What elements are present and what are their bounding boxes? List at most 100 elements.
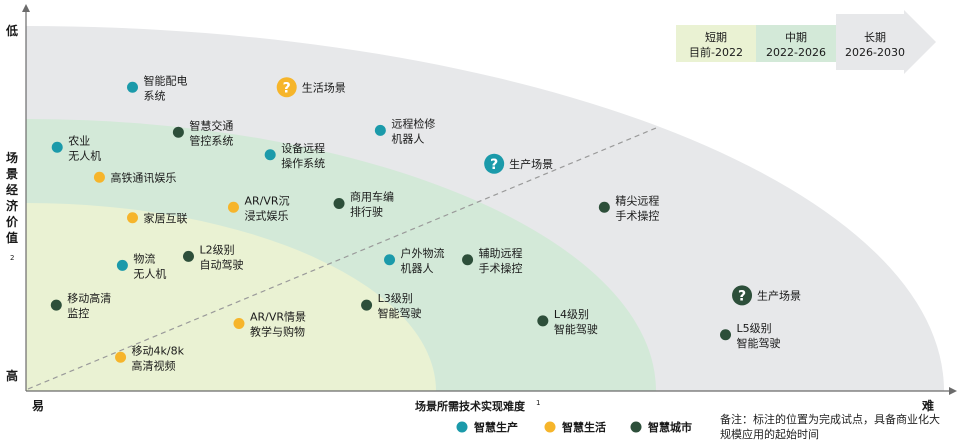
data-point-label: 高清视频 [132,358,176,372]
data-point [333,198,345,209]
data-point-label: 智慧交通 [189,118,233,132]
data-point-label: 高铁通讯娱乐 [110,170,176,184]
footnote: 备注：标注的位置为完成试点，具备商业化大规模应用的起始时间 [720,413,940,441]
x-axis-arrowhead [949,387,957,395]
x-axis-label-sup: 1 [536,399,540,407]
data-point-label: 机器人 [401,261,434,275]
data-point [537,315,549,327]
data-point-label: 管控系统 [189,133,233,147]
question-markers: ?生活场景?生产场景?生产场景 [276,77,801,306]
data-point-label: 操作系统 [281,156,325,170]
data-point-label: 远程检修 [391,116,435,130]
phase-period-mid-term: 2022-2026 [766,46,826,59]
x-axis-label: 场景所需技术实现难度 [415,399,526,413]
phase-label-short-term: 短期 [705,30,727,44]
data-point-label: 自动驾驶 [199,257,243,271]
y-axis-label-char: 场 [6,151,18,165]
phase-period-long-term: 2026-2030 [845,46,905,59]
question-mark-icon: ? [490,157,498,173]
phase-arrow-long-term [836,10,936,74]
phase-zones [26,26,944,391]
data-point-label: 手术操控 [479,261,523,275]
data-point-label: 移动高清 [67,291,111,305]
legend-swatch-production [456,421,468,433]
data-point-label: L2级别 [199,243,234,256]
phase-label-long-term: 长期 [864,31,886,44]
data-point [233,318,245,329]
y-axis-label-sup: 2 [10,254,14,262]
data-point-label: 机器人 [391,131,424,145]
legend: 智慧生产 智慧生活 智慧城市 [456,420,692,434]
x-low-label: 易 [32,399,44,413]
data-point-label: 智能配电 [143,73,187,87]
data-point [374,124,386,136]
question-marker-label: 生产场景 [509,157,553,171]
y-axis-label-char: 济 [6,198,19,213]
data-point-label: 家居互联 [143,211,187,225]
data-point-label: 无人机 [133,266,166,280]
data-point [116,259,128,271]
data-point-label: 物流 [133,251,155,265]
question-marker [276,77,297,98]
data-point [384,254,396,266]
data-point-label: AR/VR情景 [250,311,306,324]
legend-swatch-city [630,421,642,433]
legend-swatch-life [544,421,556,433]
data-point [361,299,373,311]
data-point-label: L5级别 [737,322,772,335]
question-marker [484,153,505,174]
y-axis-label-char: 值 [6,230,18,245]
data-point-label: 浸式娱乐 [244,208,288,222]
data-point [598,201,610,213]
question-marker [732,285,753,306]
question-mark-icon: ? [283,80,291,96]
data-point [93,171,105,183]
data-point [172,126,184,138]
data-point-label: 智能驾驶 [554,322,598,336]
phase-period-short-term: 目前-2022 [689,45,743,59]
data-point [264,149,276,161]
data-point-label: 智能驾驶 [378,306,422,320]
data-point-label: 教学与购物 [250,325,305,339]
y-axis-label-char: 经 [6,182,18,197]
data-point-label: 辅助远程 [479,246,523,260]
data-point [182,250,194,262]
data-point-label: 农业 [68,133,90,147]
data-point [720,329,732,341]
data-point-label: 商用车编 [350,190,394,204]
question-mark-icon: ? [738,288,746,304]
data-point-label: 设备远程 [281,141,325,155]
legend-label-life: 智慧生活 [562,420,606,434]
legend-label-city: 智慧城市 [648,420,692,434]
data-point-label: 户外物流 [401,246,445,260]
y-axis-arrowhead [22,4,30,12]
question-marker-label: 生活场景 [302,80,346,94]
data-point-label: AR/VR沉 [244,194,289,207]
phase-box-short-term [676,25,756,62]
data-point-label: 智能驾驶 [737,336,781,350]
data-point-label: 移动4k/8k [132,344,185,357]
data-point-label: 无人机 [68,148,101,162]
y-axis-label-char: 景 [6,167,18,181]
data-point [126,81,138,93]
data-points: 智能配电系统智慧交通管控系统农业无人机设备远程操作系统远程检修机器人高铁通讯娱乐… [50,73,781,372]
phase-box-mid-term [756,25,836,62]
data-point [51,141,63,153]
data-point-label: L3级别 [378,292,413,305]
data-point-label: 系统 [143,89,165,102]
data-point-label: 监控 [67,306,89,320]
y-bottom-label: 高 [6,368,18,383]
legend-label-production: 智慧生产 [474,420,518,434]
phase-label-mid-term: 中期 [785,31,807,44]
data-point-label: L4级别 [554,308,589,321]
zone-short-term [26,203,436,391]
data-point-label: 手术操控 [615,208,659,222]
y-top-label: 低 [5,23,18,38]
data-point [50,299,62,311]
data-point [126,212,138,224]
x-high-label: 难 [921,398,934,413]
